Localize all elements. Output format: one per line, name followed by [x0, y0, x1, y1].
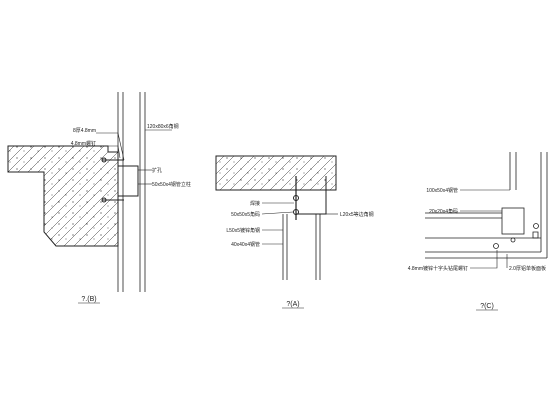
detail-2: 焊接 50x50x5角码 L50x5镀锌角钢 40x40x4钢管 L20x5等边… — [215, 155, 374, 309]
detail-3-callout-1: 100x50x4钢管 — [426, 187, 458, 194]
detail-1-panel — [117, 92, 146, 292]
detail-2-callout-3: L50x5镀锌角钢 — [226, 227, 260, 234]
detail-2-callout-1: 焊接 — [250, 200, 260, 207]
detail-3: 100x50x4钢管 20x20x4角码 4.8mm镀锌十字头钻尾螺钉 2.0厚… — [408, 152, 548, 311]
detail-1-leaders — [96, 129, 172, 185]
detail-1-callout-3: 120x80x6角钢 — [147, 123, 179, 130]
detail-2-callout-2: 50x50x5角码 — [231, 211, 260, 218]
detail-2-caption: ?(A) — [286, 301, 299, 308]
detail-3-callout-2: 20x20x4角码 — [429, 208, 458, 215]
detail-3-callout-4: 2.0厚铝单板面板 — [509, 265, 546, 272]
detail-3-callout-3: 4.8mm镀锌十字头钻尾螺钉 — [408, 265, 468, 272]
detail-1-callout-5: 50x50x4钢管立柱 — [152, 181, 191, 188]
detail-2-frame — [282, 176, 327, 280]
detail-1-concrete — [7, 145, 119, 247]
detail-3-caption: ?(C) — [480, 303, 494, 310]
detail-2-callout-4: 40x40x4钢管 — [231, 241, 260, 248]
detail-1: 8厚4.8mm 4.8mm螺钉 120x80x6角钢 扩孔 50x50x4钢管立… — [7, 92, 191, 304]
detail-1-caption: ?.(B) — [81, 296, 96, 303]
detail-2-leaders — [261, 202, 338, 245]
detail-2-callout-5: L20x5等边角钢 — [340, 211, 374, 218]
detail-1-callout-1: 8厚4.8mm — [73, 128, 96, 134]
detail-3-leaders — [460, 189, 510, 269]
detail-2-concrete — [215, 155, 337, 191]
detail-1-callout-4: 扩孔 — [152, 167, 162, 174]
detail-1-callout-2: 4.8mm螺钉 — [71, 140, 96, 147]
detail-3-frame — [425, 152, 548, 259]
detail-1-bracket — [101, 157, 139, 203]
